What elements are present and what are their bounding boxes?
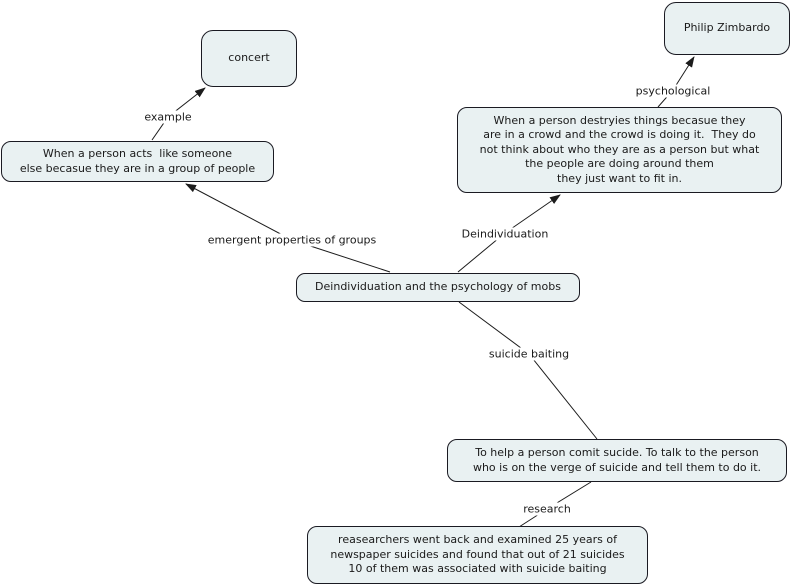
connector-emergent-properties[interactable]: [185, 183, 391, 273]
link-label-emergent-properties[interactable]: emergent properties of groups: [204, 233, 380, 247]
concept-node-main-topic[interactable]: Deindividuation and the psychology of mo…: [296, 273, 580, 302]
connector-suicide-baiting[interactable]: [458, 301, 598, 440]
link-label-research[interactable]: research: [520, 502, 574, 516]
concept-node-philip-zimbardo[interactable]: Philip Zimbardo: [664, 2, 790, 55]
link-label-suicide-baiting[interactable]: suicide baiting: [485, 347, 573, 361]
link-label-deindividuation[interactable]: Deindividuation: [458, 227, 552, 241]
connector-psychological[interactable]: [657, 56, 695, 108]
concept-node-research-finding[interactable]: reasearchers went back and examined 25 y…: [307, 526, 648, 584]
link-label-example[interactable]: example: [141, 110, 195, 124]
concept-node-group-acts[interactable]: When a person acts like someone else bec…: [1, 141, 274, 182]
link-label-psychological[interactable]: psychological: [632, 84, 714, 98]
concept-node-suicide-baiting-definition[interactable]: To help a person comit sucide. To talk t…: [447, 439, 787, 482]
concept-node-deindividuation-definition[interactable]: When a person destryies things becasue t…: [457, 107, 782, 193]
concept-node-concert[interactable]: concert: [201, 30, 297, 87]
